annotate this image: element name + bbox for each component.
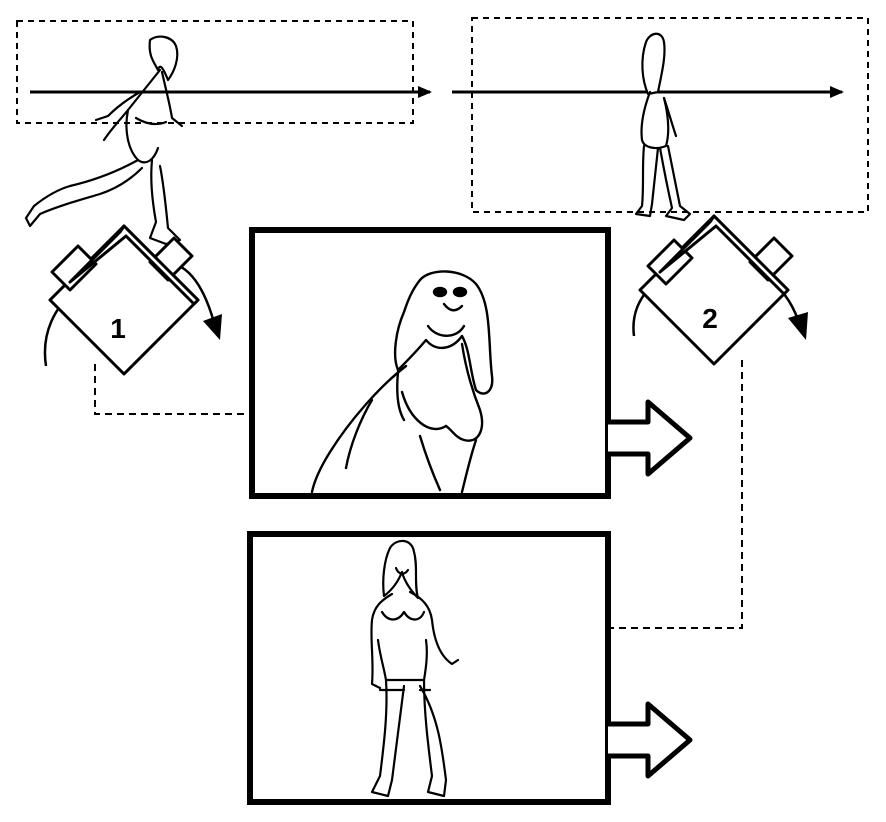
camera-1-label: 1 — [110, 313, 126, 344]
motion-zone-right-border — [471, 17, 869, 213]
motion-zone-left — [16, 20, 432, 246]
camera-2-icon — [638, 214, 794, 366]
monitor-2-frame — [247, 531, 611, 805]
monitor-1-output-arrow — [608, 399, 693, 477]
camera-2-label: 2 — [702, 303, 718, 334]
camera-2: 2 — [632, 214, 808, 366]
monitor-1 — [249, 227, 693, 499]
closeup-figure — [310, 270, 494, 494]
motion-zone-left-border — [16, 20, 414, 124]
camera-1: 1 — [43, 224, 222, 376]
fullbody-figure — [370, 539, 460, 798]
monitor-2 — [247, 531, 693, 805]
camera-2-feed-line — [610, 360, 743, 629]
running-figure — [24, 35, 184, 246]
motion-zone-right — [452, 17, 869, 222]
monitor-2-output-arrow — [608, 701, 693, 779]
camera-1-icon — [48, 224, 200, 376]
camera-1-pan-arrowhead — [203, 314, 222, 340]
standing-figure-side — [634, 32, 692, 222]
camera-1-feed-line — [94, 364, 252, 415]
monitor-1-frame — [249, 227, 611, 499]
camera-2-pan-arrowhead — [788, 312, 808, 340]
